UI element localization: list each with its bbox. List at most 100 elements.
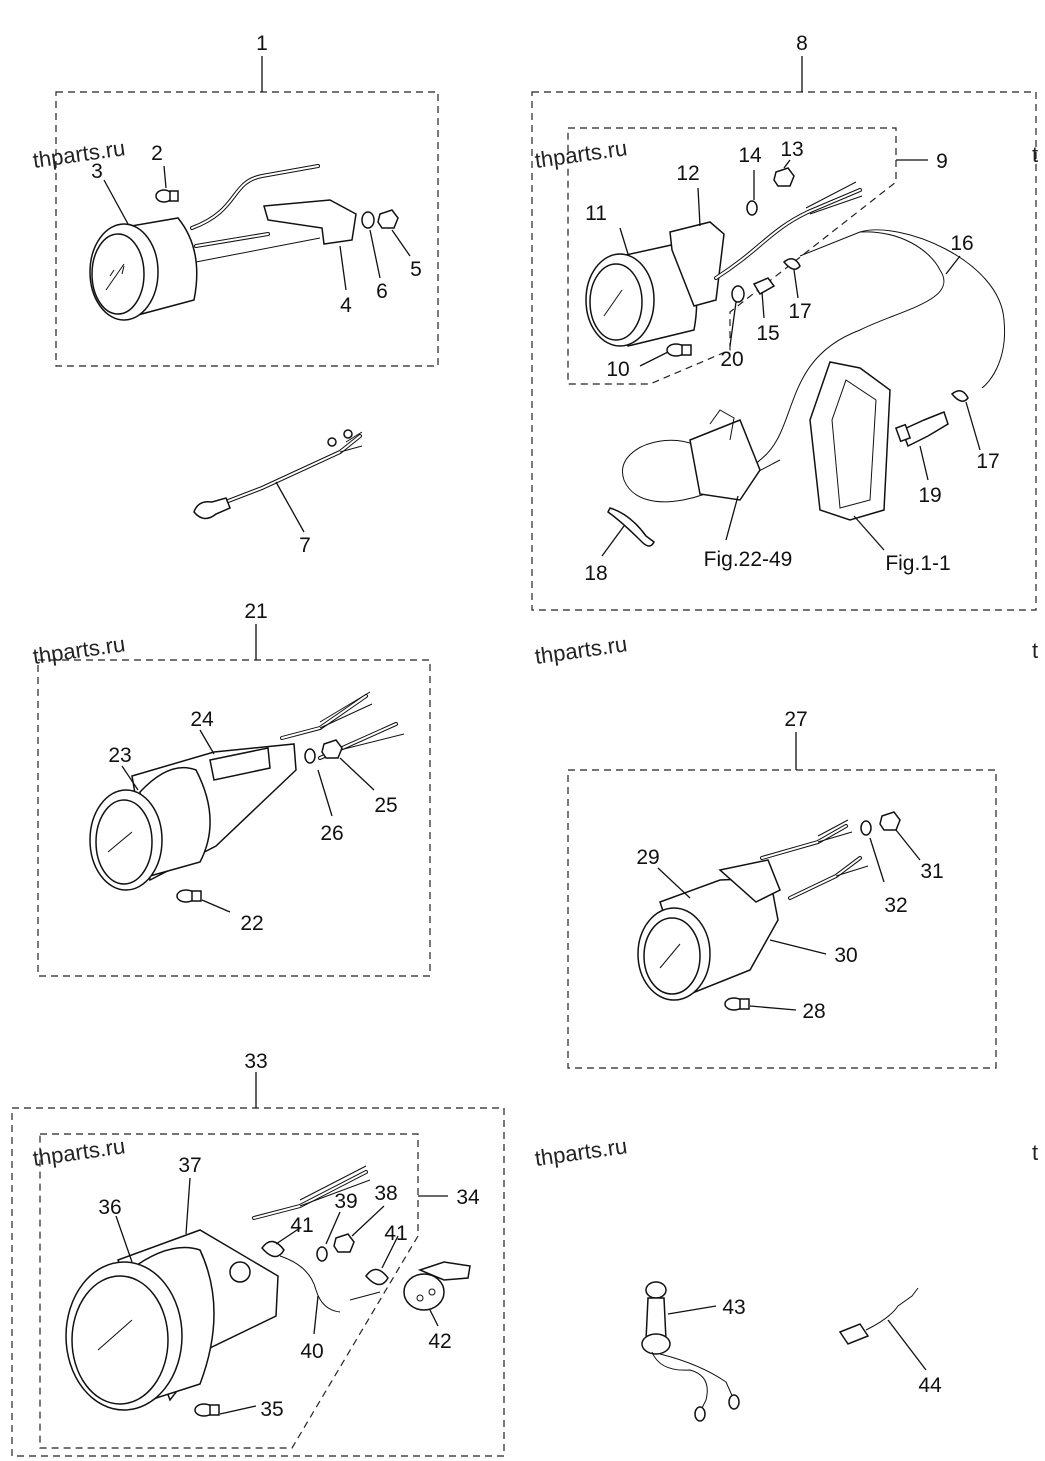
connector-icon (193, 497, 231, 520)
callout-16: 16 (950, 232, 973, 255)
callout-29: 29 (636, 846, 659, 869)
callout-41b: 41 (384, 1222, 407, 1245)
washer-icon (746, 200, 758, 216)
nut-icon (321, 739, 343, 759)
callout-9: 9 (936, 150, 948, 173)
callout-20: 20 (720, 348, 743, 371)
clip-icon (782, 258, 801, 270)
gauge-icon (637, 859, 781, 1001)
callout-11: 11 (585, 202, 607, 225)
watermark-text: thparts.ru (31, 135, 127, 173)
washer-icon (304, 748, 316, 764)
callout-21: 21 (244, 600, 267, 623)
engine-part-icon (689, 419, 761, 501)
callout-3: 3 (91, 160, 103, 183)
callout-37: 37 (178, 1154, 201, 1177)
callout-23: 23 (108, 744, 131, 767)
bulb-icon (666, 343, 692, 357)
callout-10: 10 (606, 358, 629, 381)
callout-44: 44 (918, 1374, 942, 1397)
washer-icon (731, 285, 745, 303)
clip-icon (950, 390, 969, 402)
callout-17b: 17 (976, 450, 999, 473)
bulb-icon (176, 889, 202, 903)
callout-27: 27 (784, 708, 807, 731)
group-1-frame (55, 91, 439, 367)
callout-1: 1 (256, 32, 268, 55)
callout-12: 12 (676, 162, 699, 185)
callout-4: 4 (340, 294, 352, 317)
callout-15: 15 (756, 322, 779, 345)
connector-icon (838, 1323, 870, 1345)
group-9-frame (567, 127, 897, 385)
callout-13: 13 (780, 138, 803, 161)
part-43: 43 (641, 1281, 746, 1422)
callout-22: 22 (240, 912, 263, 935)
nut-icon (377, 209, 399, 229)
nut-icon (333, 1233, 355, 1253)
group-33-frame (11, 1107, 505, 1457)
callout-7: 7 (299, 534, 311, 557)
callout-31: 31 (920, 860, 943, 883)
callout-32: 32 (884, 894, 907, 917)
callout-18: 18 (584, 562, 607, 585)
callout-8: 8 (796, 32, 808, 55)
callout-25: 25 (374, 794, 397, 817)
group-34-frame (39, 1133, 419, 1449)
watermark-text: thparts.ru (31, 631, 127, 669)
callout-42: 42 (428, 1330, 451, 1353)
callout-39: 39 (334, 1190, 357, 1213)
group-27-frame (567, 769, 997, 1069)
part-44: 44 (838, 1287, 942, 1397)
bolt-icon (752, 277, 776, 296)
bulb-icon (724, 997, 750, 1011)
fig-ref-22-49: Fig.22-49 (704, 548, 793, 571)
bulb-icon (194, 1403, 220, 1417)
gauge-icon (65, 1229, 279, 1411)
watermark-fragment: t (1032, 1140, 1038, 1165)
callout-28: 28 (802, 1000, 825, 1023)
engine-block-icon (809, 361, 891, 521)
watermark-text: thparts.ru (533, 135, 629, 173)
switch-icon (645, 1281, 667, 1299)
group-8-frame (531, 91, 1037, 611)
callout-38: 38 (374, 1182, 397, 1205)
callout-2: 2 (151, 142, 163, 165)
callout-17a: 17 (788, 300, 811, 323)
group-33: 33 34 35 36 37 38 39 40 41 41 42 (11, 1050, 505, 1457)
callout-40: 40 (300, 1340, 323, 1363)
key-switch-icon (403, 1261, 471, 1311)
fig-ref-1-1: Fig.1-1 (885, 552, 950, 575)
watermark-text: thparts.ru (31, 1133, 127, 1171)
callout-5: 5 (410, 258, 422, 281)
callout-30: 30 (834, 944, 857, 967)
callout-36: 36 (98, 1196, 121, 1219)
callout-33: 33 (244, 1050, 267, 1073)
callout-24: 24 (190, 708, 214, 731)
callout-35: 35 (260, 1398, 283, 1421)
washer-icon (361, 211, 375, 229)
callout-34: 34 (456, 1186, 480, 1209)
nut-icon (879, 811, 901, 831)
watermark-text: thparts.ru (533, 1133, 629, 1171)
group-27: 27 28 29 30 31 32 (567, 708, 997, 1069)
nut-icon (773, 167, 795, 187)
gauge-icon (89, 743, 297, 891)
watermark-fragment: t (1032, 638, 1038, 663)
callout-41a: 41 (290, 1214, 313, 1237)
harness-7: 7 (193, 429, 363, 557)
watermark-fragment: t (1032, 142, 1038, 167)
sender-icon (894, 411, 949, 448)
grommet-icon (261, 1240, 285, 1258)
group-21: 21 22 23 24 25 26 (37, 600, 431, 977)
grommet-icon (365, 1268, 389, 1286)
callout-26: 26 (320, 822, 343, 845)
group-21-frame (37, 659, 431, 977)
callout-14: 14 (738, 144, 762, 167)
washer-icon (860, 820, 872, 836)
group-1: 1 2 3 4 5 6 (55, 32, 439, 367)
callout-19: 19 (918, 484, 941, 507)
callout-43: 43 (722, 1296, 745, 1319)
group-8: 8 9 10 11 12 13 14 15 16 17 17 18 19 20 … (531, 32, 1037, 611)
